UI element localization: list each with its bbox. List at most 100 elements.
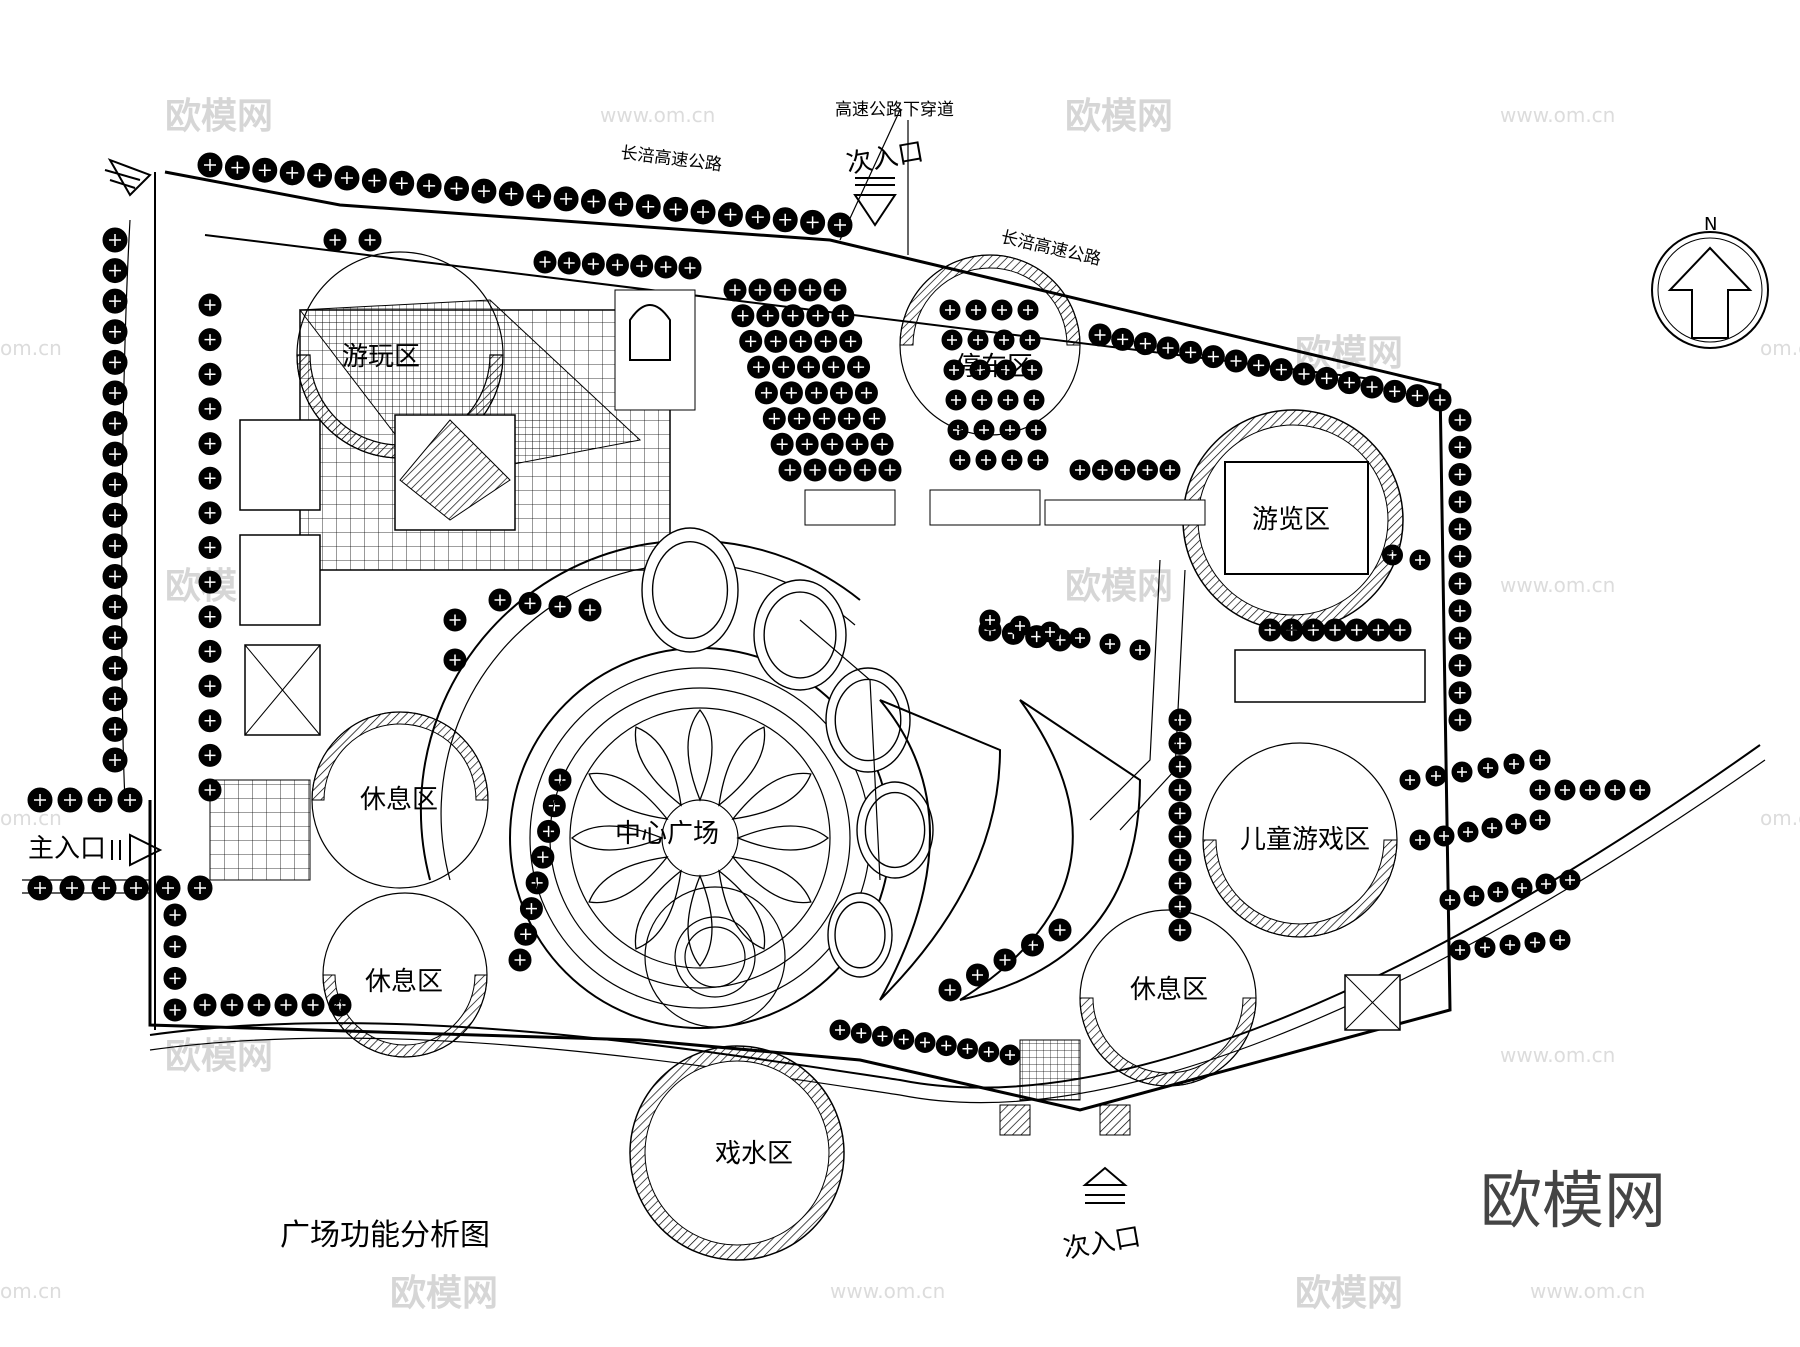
oval-pavilion [864, 791, 926, 869]
tree-mark [1517, 883, 1527, 893]
tree-mark [395, 177, 408, 190]
tree-mark [539, 256, 551, 268]
lotus-petal [731, 772, 812, 820]
tree-mark [258, 164, 271, 177]
tree-mark [204, 645, 216, 657]
watermark-url: www.om.cn [1500, 103, 1615, 127]
tree-mark [1142, 465, 1153, 475]
tree-mark [477, 185, 490, 198]
tree-mark [449, 654, 461, 666]
tree-mark [999, 954, 1011, 966]
compass-north-label: N [1704, 214, 1717, 235]
tree-mark [587, 195, 600, 208]
tree-mark [1165, 465, 1175, 475]
zone-label-rest-southeast: 休息区 [1130, 975, 1208, 1005]
watermark-url: www.om.cn [1500, 573, 1615, 597]
west-buildings [209, 419, 321, 881]
tree-mark [537, 851, 549, 863]
tree-mark [109, 478, 121, 491]
tree-mark [1483, 763, 1493, 773]
tree-mark [1454, 496, 1466, 508]
tree-mark [1480, 942, 1490, 953]
tree-mark [1454, 605, 1466, 617]
tree-mark [944, 984, 956, 996]
tree-mark [768, 413, 780, 425]
tree-mark [1535, 785, 1545, 795]
oval-pavilion [856, 781, 934, 879]
tree-mark [737, 310, 749, 322]
watermark-url: www.om.cn [600, 103, 715, 127]
tree-mark [951, 395, 961, 405]
watermark-brand: 欧模网 [1295, 1273, 1403, 1314]
lotus-petal [570, 825, 664, 851]
entrance-arrows [104, 158, 1128, 1204]
tree-mark [898, 1034, 909, 1045]
zone-circles [311, 254, 1426, 1261]
tree-mark [762, 310, 774, 322]
tree-mark [793, 413, 805, 425]
tree-mark [997, 305, 1007, 315]
tree-mark [1207, 351, 1219, 363]
tree-mark [868, 413, 880, 425]
arrow-icon [853, 177, 897, 227]
tree-mark [169, 1004, 181, 1016]
tree-mark [975, 365, 985, 375]
lotus-petals [570, 708, 830, 968]
tree-mark [1029, 395, 1039, 405]
tree-mark [949, 365, 959, 375]
tree-mark [985, 615, 995, 625]
zone-label-kids: 儿童游戏区 [1240, 825, 1370, 855]
tree-mark [806, 216, 819, 229]
central-plaza [419, 527, 1142, 1029]
zone-label-water: 戏水区 [715, 1139, 793, 1169]
tree-mark [1075, 633, 1085, 643]
tree-mark [109, 264, 121, 277]
oval-pavilion [641, 527, 739, 653]
entrance-label-main: 主入口 [28, 834, 106, 864]
tree-mark [1431, 771, 1441, 781]
tree-mark [1075, 465, 1085, 475]
tree-mark [1457, 767, 1467, 777]
tree-mark [204, 611, 216, 623]
tree-mark [449, 614, 461, 626]
tree-mark [340, 172, 353, 185]
tree-mark [525, 903, 537, 915]
tree-mark [1565, 875, 1575, 885]
tree-mark [884, 464, 896, 476]
tree-mark [1174, 924, 1186, 936]
north-compass: N [1651, 214, 1769, 349]
tree-mark [834, 464, 846, 476]
tree-mark [977, 395, 987, 405]
tree-mark [1455, 945, 1465, 955]
watermark-brand: 欧模网 [390, 1273, 498, 1314]
tree-mark [1372, 624, 1384, 636]
tree-mark [999, 335, 1009, 345]
tree-mark [109, 754, 121, 766]
watermark-url: www.om.cn [830, 1279, 945, 1303]
tree-mark [1535, 815, 1545, 825]
tree-mark [941, 1040, 952, 1051]
tree-mark [1505, 940, 1515, 950]
tree-mark [1454, 632, 1466, 644]
tree-mark [64, 794, 76, 806]
tree-mark [109, 234, 121, 246]
tree-mark [1174, 761, 1186, 773]
tree-mark [795, 335, 807, 347]
tree-mark [194, 882, 206, 894]
tree-mark [1298, 368, 1310, 380]
tree-mark [860, 387, 872, 399]
tree-mark [231, 161, 244, 174]
tree-mark [204, 542, 216, 553]
tree-mark [1560, 785, 1570, 795]
tree-mark [1389, 385, 1401, 397]
tree-mark [787, 310, 799, 322]
tree-mark [729, 284, 741, 296]
tree-mark [364, 234, 376, 246]
tree-mark [1027, 939, 1038, 951]
tree-mark [826, 438, 838, 450]
tree-mark [109, 662, 121, 675]
tree-mark [587, 258, 599, 270]
tree-mark [109, 386, 121, 399]
tree-mark [785, 387, 797, 399]
tree-mark [843, 413, 855, 425]
